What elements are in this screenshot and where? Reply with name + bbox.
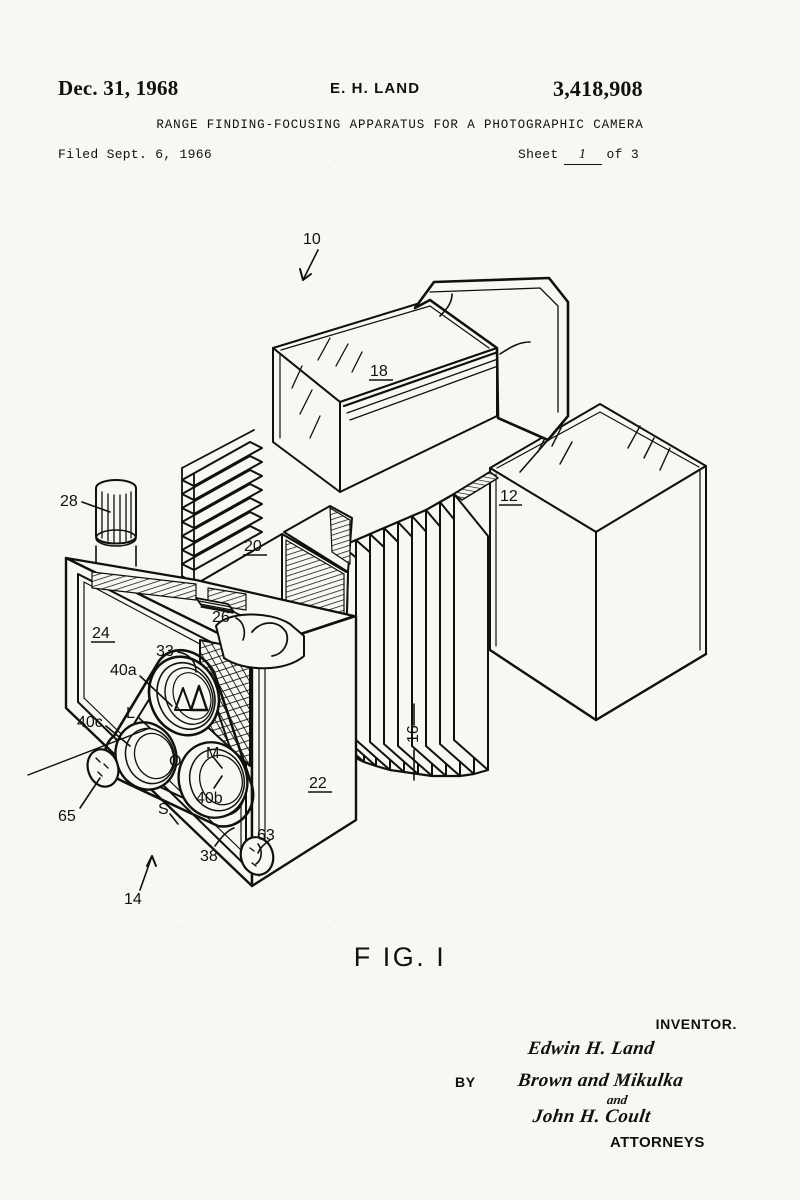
ref-16: 16 bbox=[405, 725, 422, 743]
figure-caption: F IG. I bbox=[353, 942, 447, 972]
ref-M: M bbox=[206, 745, 219, 762]
patent-inventor-initials: E. H. LAND bbox=[330, 80, 421, 97]
ref-L: L bbox=[126, 705, 135, 722]
ref-O: O bbox=[169, 753, 181, 770]
ref-10: 10 bbox=[303, 231, 321, 248]
ref-24: 24 bbox=[92, 625, 110, 642]
ref-12: 12 bbox=[500, 488, 518, 505]
sheet-indicator: Sheet 1 of 3 bbox=[518, 147, 639, 165]
reference-numeral-labels: 10 18 12 28 20 26 24 33 40a 40c L M O S … bbox=[58, 231, 522, 908]
ref-40c: 40c bbox=[77, 714, 103, 731]
leader-lines bbox=[27, 249, 415, 891]
ref-40a: 40a bbox=[110, 662, 137, 679]
patent-title: RANGE FINDING-FOCUSING APPARATUS FOR A P… bbox=[156, 118, 644, 132]
camera-perspective-drawing: 10 18 12 28 20 26 24 33 40a 40c L M O S … bbox=[27, 231, 708, 908]
attorney-second-signature: John H. Coult bbox=[531, 1106, 653, 1127]
inventor-signature: Edwin H. Land bbox=[526, 1038, 656, 1059]
ref-33: 33 bbox=[156, 643, 174, 660]
ref-22: 22 bbox=[309, 775, 327, 792]
inventor-label: INVENTOR. bbox=[655, 1016, 737, 1032]
header-top-row: Dec. 31, 1968 E. H. LAND 3,418,908 bbox=[0, 76, 800, 106]
patent-filing-date: Filed Sept. 6, 1966 bbox=[58, 147, 212, 162]
figure-1-drawing: 10 18 12 28 20 26 24 33 40a 40c L M O S … bbox=[0, 180, 800, 920]
sheet-number: 1 bbox=[563, 147, 602, 165]
lens-cluster-assembly bbox=[86, 648, 275, 876]
patent-issue-date: Dec. 31, 1968 bbox=[58, 76, 179, 100]
attorney-firm-signature: Brown and Mikulka bbox=[516, 1070, 685, 1091]
ref-26: 26 bbox=[212, 609, 230, 626]
camera-rear-body-12 bbox=[488, 403, 708, 722]
by-label: BY bbox=[455, 1074, 476, 1090]
viewfinder-hood-18 bbox=[272, 299, 500, 493]
ref-63: 63 bbox=[257, 827, 275, 844]
ref-28: 28 bbox=[60, 493, 78, 510]
ref-S: S bbox=[158, 801, 169, 818]
ref-20: 20 bbox=[244, 538, 262, 555]
attorneys-label: ATTORNEYS bbox=[610, 1134, 705, 1151]
sheet-total: of 3 bbox=[606, 147, 639, 162]
ref-40b: 40b bbox=[196, 790, 223, 807]
knob-28 bbox=[95, 479, 137, 547]
ref-14: 14 bbox=[124, 891, 142, 908]
viewfinder-aperture bbox=[215, 613, 305, 670]
hinged-rear-flap bbox=[413, 276, 570, 473]
sheet-label: Sheet bbox=[518, 147, 559, 162]
ref-18: 18 bbox=[370, 363, 388, 380]
patent-number: 3,418,908 bbox=[553, 76, 643, 101]
ref-38: 38 bbox=[200, 848, 218, 865]
ref-65: 65 bbox=[58, 808, 76, 825]
signature-block: INVENTOR. Edwin H. Land BY Brown and Mik… bbox=[455, 1016, 755, 1161]
